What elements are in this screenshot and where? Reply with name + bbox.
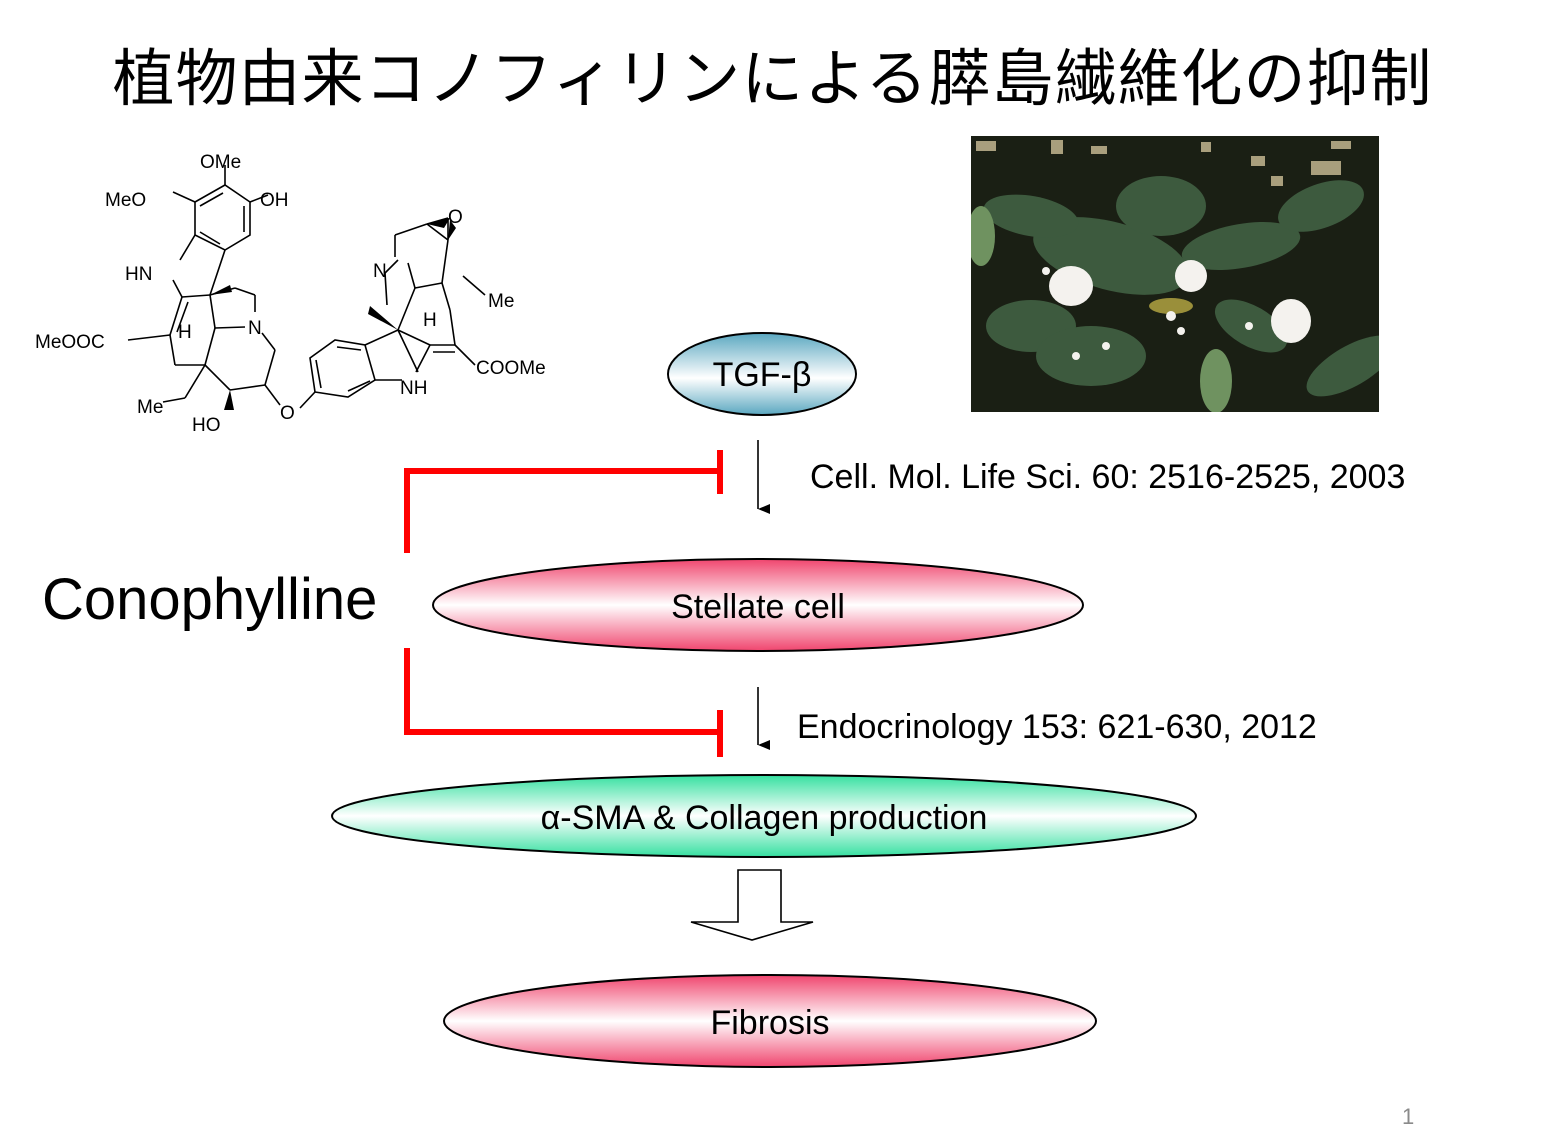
page-number: 1 [1402,1104,1415,1129]
node-tgf-beta-label: TGF-β [713,356,812,394]
node-sma-collagen-production-label: α-SMA & Collagen production [541,799,988,837]
node-sma-collagen-production: α-SMA & Collagen production [331,774,1197,858]
slide-title: 植物由来コノフィリンによる膵島繊維化の抑制 [112,42,1433,115]
reference-2: Endocrinology 153: 621-630, 2012 [797,708,1317,746]
node-fibrosis: Fibrosis [443,974,1097,1068]
label-me-right: Me [488,291,514,312]
structure-bonds [127,165,486,409]
label-cooame: COOMe [476,358,546,379]
label-meooc: MeOOC [35,332,105,353]
label-meo: MeO [105,190,146,211]
node-fibrosis-label: Fibrosis [710,1004,829,1042]
label-ho: HO [192,415,221,436]
label-h-left: H [178,322,192,343]
inhibition-production [404,648,723,757]
inhibition-tgf-signaling [404,450,723,553]
node-stellate-cell-label: Stellate cell [671,588,845,626]
block-arrow-down-icon [690,869,814,941]
label-n-left: N [248,318,262,339]
plant-photo [971,136,1379,412]
compound-name: Conophylline [42,567,378,632]
node-stellate-cell: Stellate cell [432,558,1084,652]
label-nh: NH [400,378,427,399]
label-h-right: H [423,310,437,331]
label-n-right: N [373,261,387,282]
label-me-left: Me [137,397,163,418]
reference-1: Cell. Mol. Life Sci. 60: 2516-2525, 2003 [810,458,1406,496]
label-ome-top: OMe [200,152,241,173]
label-o-furan: O [280,403,295,424]
label-hn: HN [125,264,152,285]
conophylline-structure: OMe MeO OH HN MeOOC H N Me HO O O N H Me… [35,152,546,436]
structure-wedges [210,218,456,410]
label-o-epoxide: O [448,207,463,228]
flowers [1042,260,1311,360]
node-tgf-beta: TGF-β [667,332,857,416]
label-oh: OH [260,190,289,211]
